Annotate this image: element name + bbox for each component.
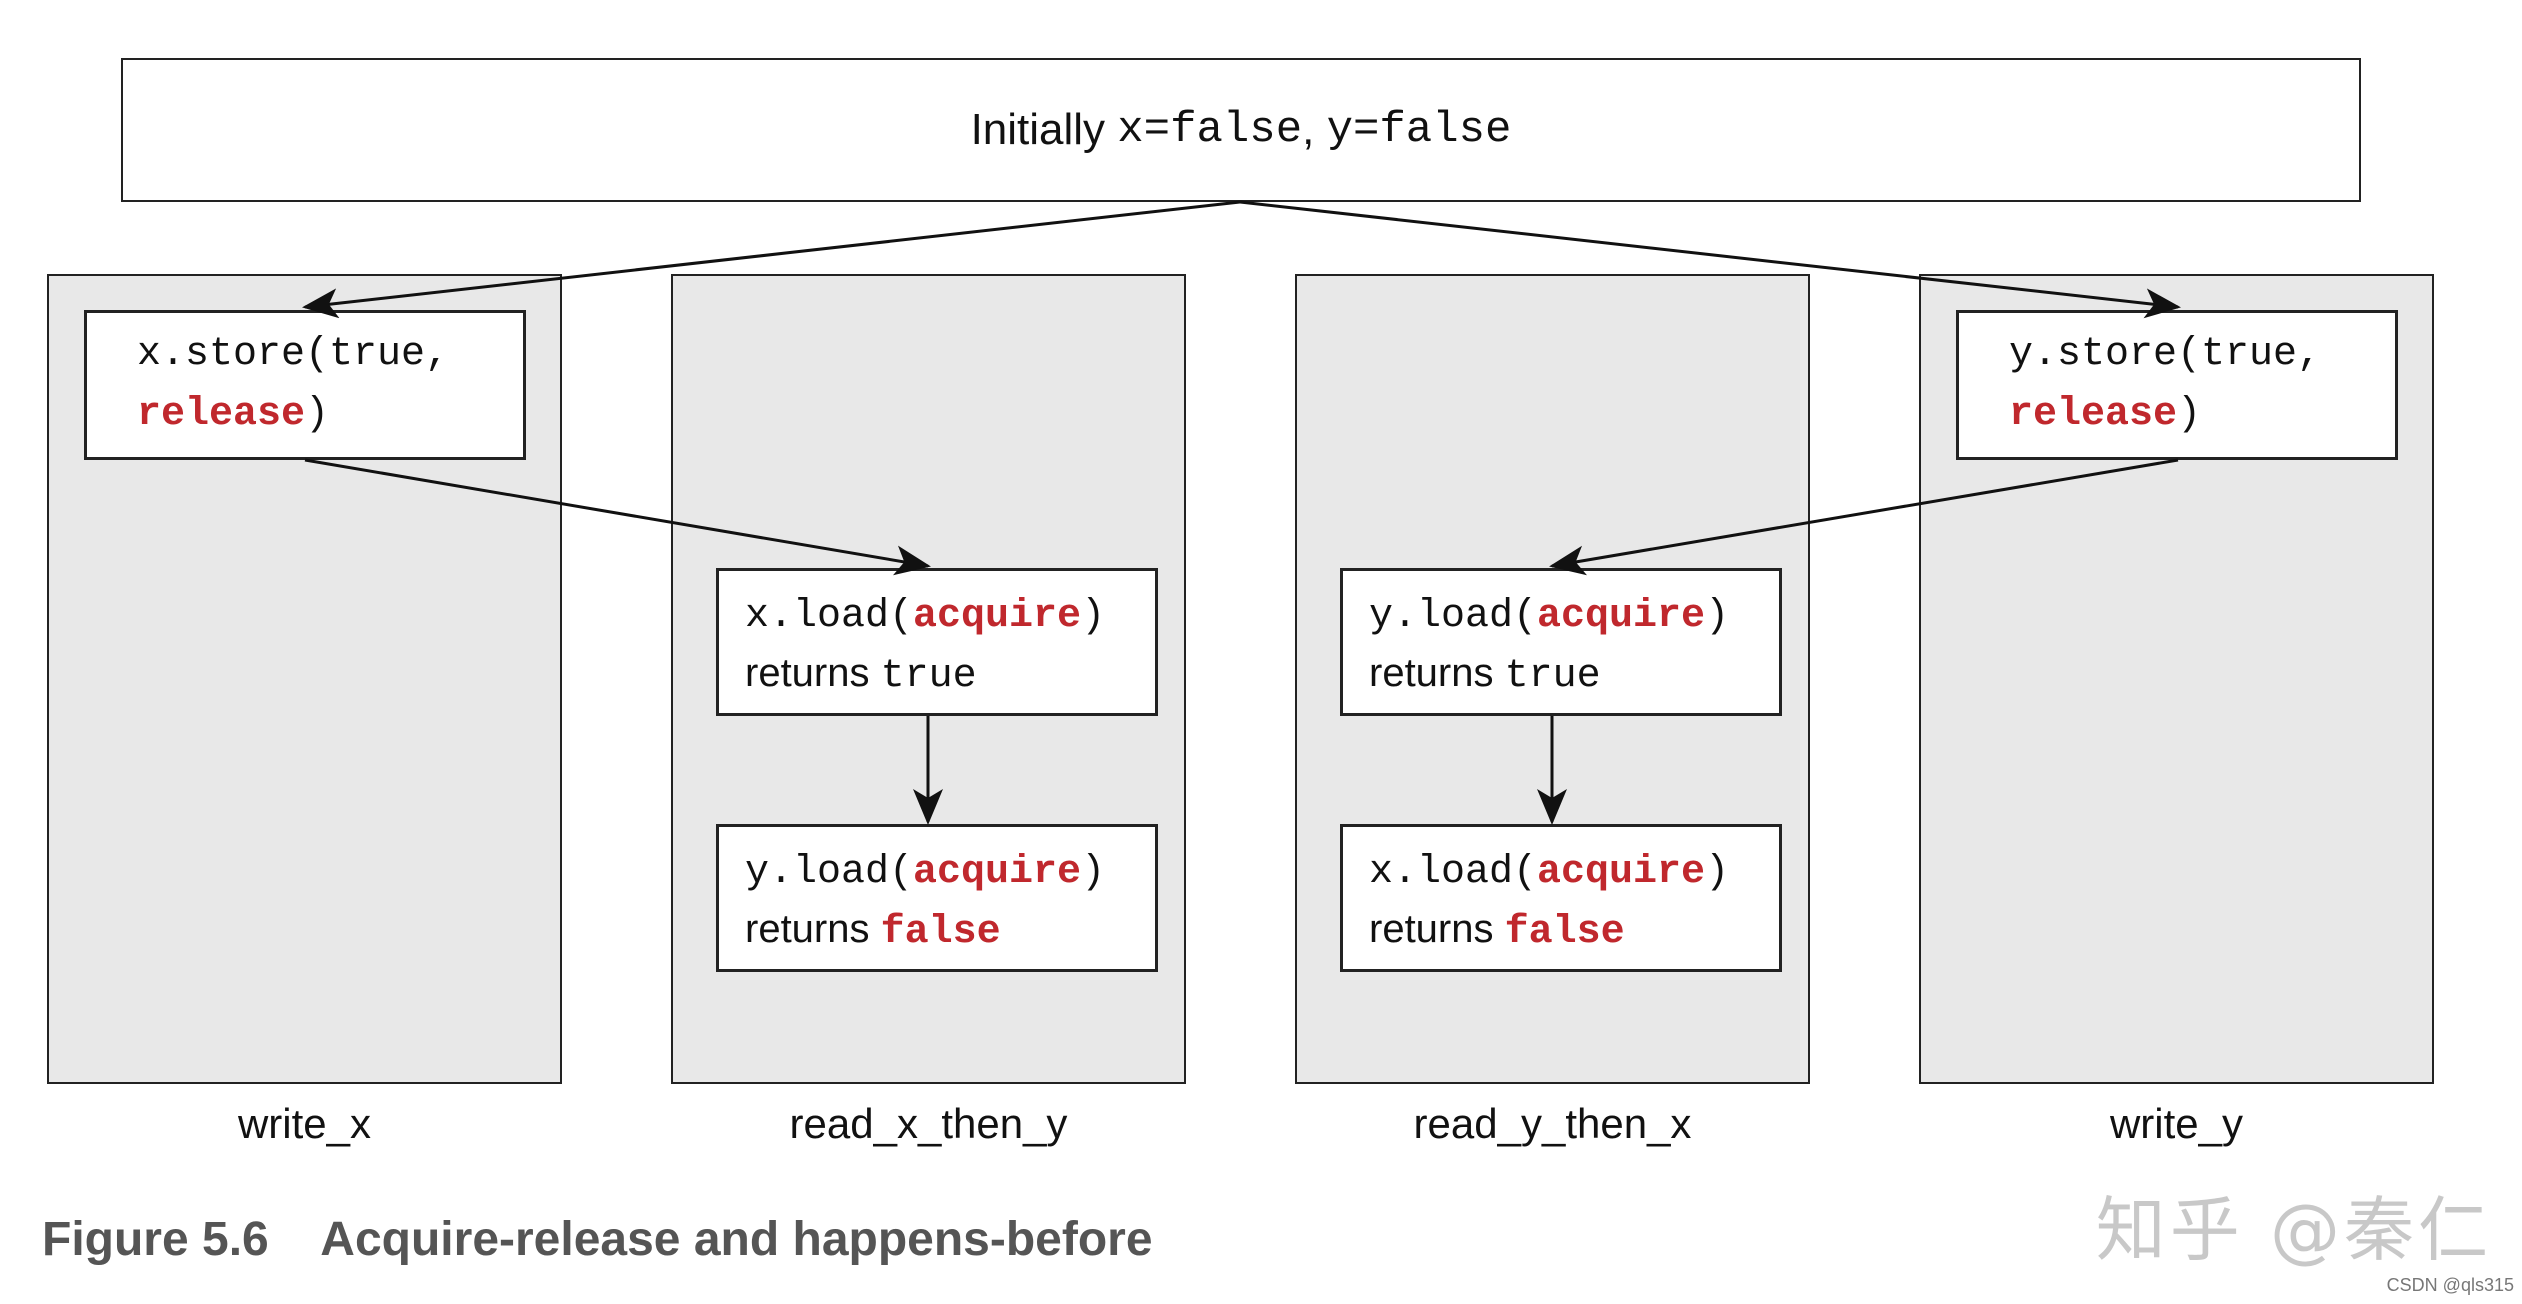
ryx-x-load-value: false <box>1504 910 1625 955</box>
rxy-y-load-returns: returns <box>745 907 881 951</box>
label-read-x-then-y: read_x_then_y <box>789 1100 1068 1147</box>
ryx-y-load-acquire: acquire <box>1537 594 1706 639</box>
rxy-y-load-close: ) <box>1081 850 1106 895</box>
ryx-x-load-returns: returns <box>1369 907 1505 951</box>
rxy-x-load-close: ) <box>1081 594 1106 639</box>
rxy-y-load-call: y.load( <box>745 850 914 895</box>
rxy-x-load-call: x.load( <box>745 594 914 639</box>
figure-title: Acquire-release and happens-before <box>320 1213 1153 1266</box>
ryx-x-load-acquire: acquire <box>1537 850 1706 895</box>
ryx-y-load-returns: returns <box>1369 651 1505 695</box>
x-store-release: release <box>137 392 306 437</box>
label-read-y-then-x: read_y_then_x <box>1413 1100 1692 1147</box>
figure-number: Figure 5.6 <box>42 1213 269 1266</box>
ryx-y-load-op: y.load(acquire) returns true <box>1340 568 1782 716</box>
ryx-x-load-close: ) <box>1705 850 1730 895</box>
csdn-watermark: CSDN @qls315 <box>2386 1275 2514 1295</box>
arrow-y-store-to-y-load <box>1549 458 2179 576</box>
figure-caption: Figure 5.6 Acquire-release and happens-b… <box>42 1212 1153 1267</box>
arrow-init-to-y-store <box>1239 200 2181 319</box>
rxy-y-load-value: false <box>880 910 1001 955</box>
x-store-close: ) <box>305 392 330 437</box>
ryx-x-load-op: x.load(acquire) returns false <box>1340 824 1782 972</box>
initial-y-expr: y=false <box>1326 105 1512 155</box>
rxy-x-load-returns: returns <box>745 651 881 695</box>
y-store-call: y.store(true, <box>2009 332 2322 377</box>
rxy-y-load-op: y.load(acquire) returns false <box>716 824 1158 972</box>
label-write-x: write_x <box>237 1100 372 1147</box>
rxy-x-load-acquire: acquire <box>913 594 1082 639</box>
x-store-op: x.store(true, release) <box>84 310 526 460</box>
y-store-close: ) <box>2177 392 2202 437</box>
zhihu-watermark: 知乎 @秦仁 <box>2095 1189 2492 1271</box>
ryx-y-load-close: ) <box>1705 594 1730 639</box>
x-store-call: x.store(true, <box>137 332 450 377</box>
ryx-x-load-call: x.load( <box>1369 850 1538 895</box>
label-write-y: write_y <box>2109 1100 2244 1147</box>
ryx-y-load-call: y.load( <box>1369 594 1538 639</box>
initial-separator: , <box>1302 105 1327 154</box>
rxy-x-load-op: x.load(acquire) returns true <box>716 568 1158 716</box>
initial-state-box: Initially x=false, y=false <box>121 58 2361 202</box>
rxy-x-load-value: true <box>880 654 977 699</box>
arrow-x-store-to-x-load <box>304 458 931 576</box>
initial-x-expr: x=false <box>1117 105 1303 155</box>
y-store-op: y.store(true, release) <box>1956 310 2398 460</box>
ryx-y-load-value: true <box>1504 654 1601 699</box>
y-store-release: release <box>2009 392 2178 437</box>
arrow-init-to-x-store <box>302 200 1241 319</box>
initial-prefix: Initially <box>970 105 1118 154</box>
rxy-y-load-acquire: acquire <box>913 850 1082 895</box>
